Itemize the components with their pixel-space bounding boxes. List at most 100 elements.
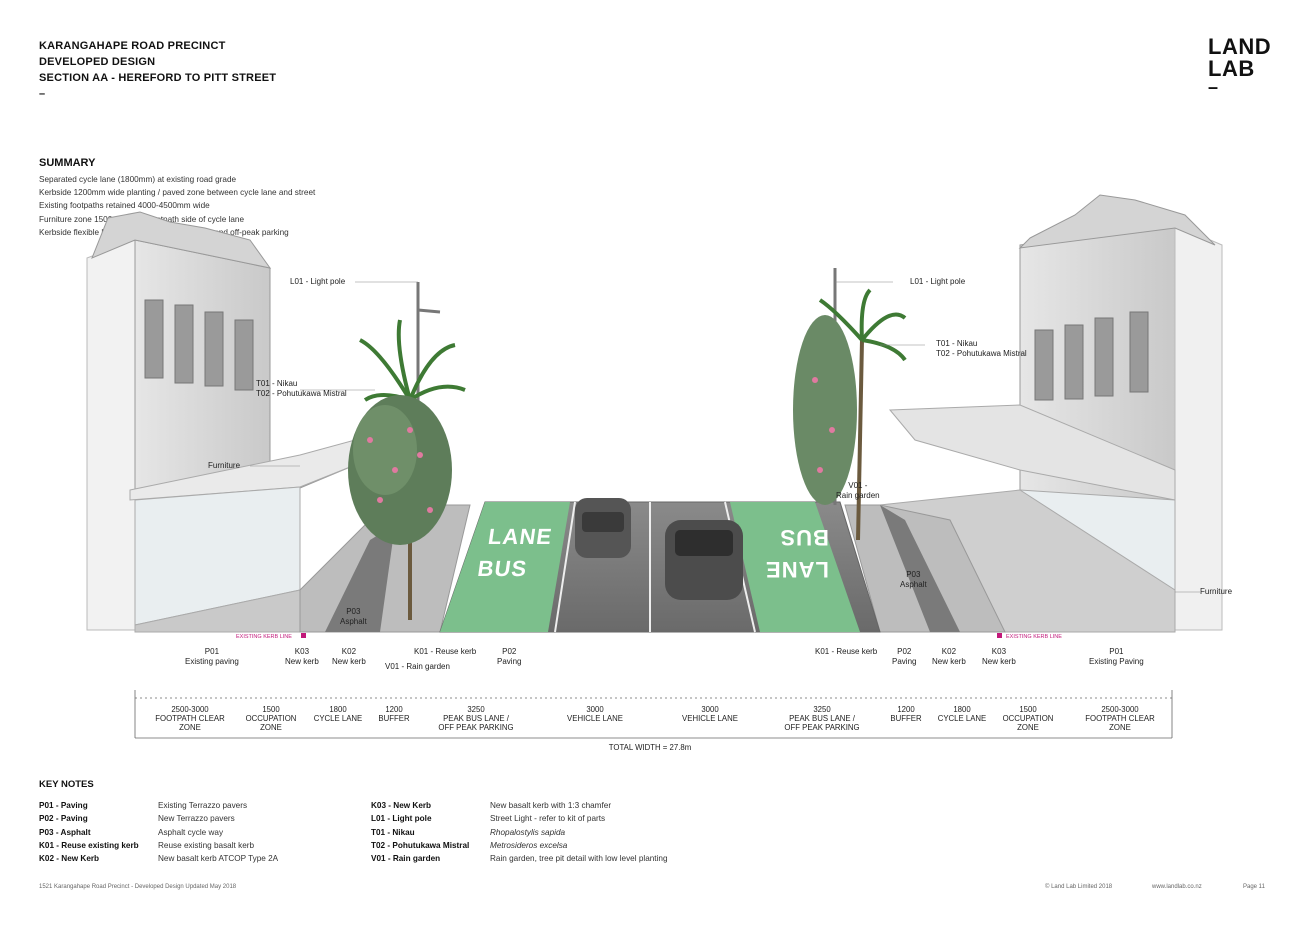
dimension-text: BUFFER: [890, 714, 922, 723]
kerb-line-label-right: EXISTING KERB LINE: [1006, 634, 1062, 640]
leader-lines: [250, 281, 1200, 593]
summary-item: Kerbside 1200mm wide planting / paved zo…: [39, 188, 316, 198]
dimension-text: OFF PEAK PARKING: [784, 723, 860, 732]
bus-lane-word: BUS: [779, 525, 829, 550]
key-note-desc: Street Light - refer to kit of parts: [490, 814, 606, 824]
dimension-value: 1500: [262, 705, 280, 714]
key-note-code: T02 - Pohutukawa Mistral: [371, 840, 470, 850]
left-cycle-lane-surface: [325, 525, 395, 632]
callout-light-pole-right: L01 - Light pole: [910, 277, 966, 286]
callout-rain-garden-right: V01 - Rain garden: [836, 481, 880, 500]
summary-title: SUMMARY: [39, 157, 96, 169]
dimension-text: CYCLE LANE: [937, 714, 987, 723]
dimension-value: 2500-3000: [1101, 705, 1139, 714]
pohutukawa-tree-icon: [793, 315, 857, 505]
callout-light-pole-left: L01 - Light pole: [290, 277, 346, 286]
callout-text: P03: [906, 570, 921, 579]
landlab-logo: LAND LAB –: [1208, 34, 1272, 97]
key-note-code: K03 - New Kerb: [371, 801, 432, 810]
key-note-code: L01 - Light pole: [371, 814, 432, 824]
material-code: K02: [941, 647, 957, 656]
material-desc: New kerb: [285, 656, 319, 666]
dimension-value: 1800: [329, 705, 347, 714]
nikau-tree-icon: [818, 288, 907, 541]
key-note-code: V01 - Rain garden: [371, 854, 441, 864]
callout-tree-left: T01 - Nikau T02 - Pohutukawa Mistral: [256, 379, 347, 398]
callout-text: V01 -: [848, 481, 868, 490]
bus-lane-marking-right: LANE BUS: [765, 524, 829, 582]
left-bus-lane-surface: [440, 502, 570, 632]
dimension-text: PEAK BUS LANE /: [789, 714, 855, 723]
kerb-line-label-left: EXISTING KERB LINE: [236, 634, 292, 640]
callout-text: P03: [346, 607, 361, 616]
pohutukawa-tree-icon: [348, 395, 452, 545]
dimension-text: BUFFER: [378, 714, 410, 723]
key-note-desc: Asphalt cycle way: [158, 827, 224, 837]
dimension-text: FOOTPATH CLEAR: [155, 714, 225, 723]
title-dash: –: [39, 88, 46, 100]
key-note-code: P02 - Paving: [39, 814, 88, 824]
callout-text: Asphalt: [900, 579, 927, 589]
key-note-code: K02 - New Kerb: [39, 854, 100, 864]
kerb-marker-icon: [997, 633, 1002, 638]
dimension-line: [134, 690, 1173, 739]
dimension-text: OCCUPATION: [245, 714, 297, 723]
bus-lane-word: LANE: [765, 557, 829, 582]
key-notes-codes-col1: P01 - Paving P02 - Paving P03 - Asphalt …: [39, 799, 139, 865]
material-code: K03: [294, 647, 310, 656]
car-icon: [575, 498, 631, 558]
logo-line-2: LAB: [1208, 56, 1255, 81]
summary-item: Existing footpaths retained 4000-4500mm …: [39, 201, 210, 211]
dimension-text: ZONE: [260, 723, 282, 732]
key-note-desc: New basalt kerb ATCOP Type 2A: [158, 854, 279, 864]
material-code: K01 - Reuse kerb: [414, 647, 477, 656]
dimension-text: ZONE: [1017, 723, 1039, 732]
dimension-text: VEHICLE LANE: [682, 714, 738, 723]
material-code: K02: [341, 647, 357, 656]
material-desc: New kerb: [932, 656, 966, 666]
title-line-3: SECTION AA - HEREFORD TO PITT STREET: [39, 72, 277, 84]
dimension-value: 3000: [586, 705, 604, 714]
right-bus-lane-surface: [730, 502, 860, 632]
key-note-desc: Existing Terrazzo pavers: [158, 801, 248, 810]
footer-page-number: Page 11: [1243, 884, 1265, 890]
footer-project: 1521 Karangahape Road Precinct - Develop…: [39, 884, 237, 890]
total-width-label: TOTAL WIDTH = 27.8m: [608, 743, 692, 752]
callout-text: T01 - Nikau: [936, 339, 978, 348]
key-note-desc: New Terrazzo pavers: [158, 814, 235, 824]
key-notes-desc-col1: Existing Terrazzo pavers New Terrazzo pa…: [158, 799, 278, 865]
material-code: P02: [897, 647, 912, 656]
dimension-value: 3250: [813, 705, 831, 714]
title-block: KARANGAHAPE ROAD PRECINCT DEVELOPED DESI…: [39, 38, 276, 102]
key-note-desc: Metrosideros excelsa: [490, 840, 568, 850]
dimension-text: ZONE: [1109, 723, 1131, 732]
dimension-text: VEHICLE LANE: [567, 714, 623, 723]
logo-line-1: LAND: [1208, 34, 1272, 59]
material-label: K01 - Reuse kerb: [815, 647, 877, 657]
key-note-desc: New basalt kerb with 1:3 chamfer: [490, 801, 612, 810]
bus-lane-word: LANE: [486, 524, 554, 549]
material-code: K03: [991, 647, 1007, 656]
dimension-value: 1200: [897, 705, 915, 714]
right-building: [878, 194, 1223, 633]
callout-text: Asphalt: [340, 616, 367, 626]
material-code: P02: [502, 647, 517, 656]
dimension-text: FOOTPATH CLEAR: [1085, 714, 1155, 723]
material-code: P01: [1109, 647, 1124, 656]
footer-url[interactable]: www.landlab.co.nz: [1152, 884, 1202, 890]
key-note-code: K01 - Reuse existing kerb: [39, 840, 139, 850]
dimension-text: OCCUPATION: [1002, 714, 1054, 723]
dimension-text: ZONE: [179, 723, 201, 732]
